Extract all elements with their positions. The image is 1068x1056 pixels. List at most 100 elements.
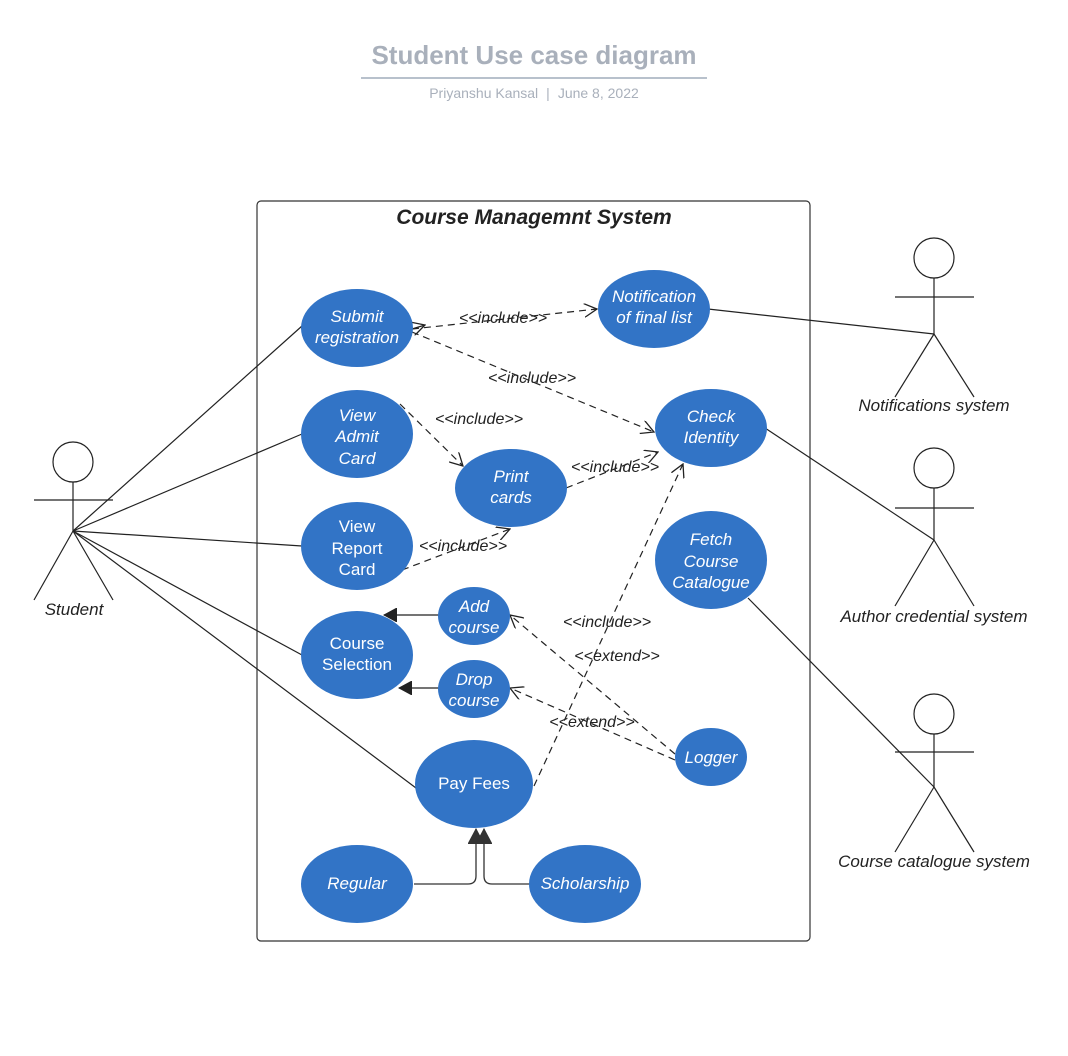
usecase-shape xyxy=(675,728,747,786)
usecase-add-course[interactable]: Add course xyxy=(438,587,510,645)
actor-student[interactable] xyxy=(33,441,114,601)
actor-head xyxy=(913,693,955,735)
actor-leg-left xyxy=(894,333,935,398)
usecase-check-identity[interactable]: Check Identity xyxy=(655,389,767,467)
actor-course-catalogue-system[interactable] xyxy=(894,693,975,853)
assoc-catalogue-actor xyxy=(747,597,935,788)
label-include-5: <<include>> xyxy=(419,538,507,555)
usecase-course-selection[interactable]: Course Selection xyxy=(301,611,413,699)
usecase-label: Catalogue xyxy=(672,573,750,592)
author-name: Priyanshu Kansal xyxy=(429,85,539,101)
extend-logger-add xyxy=(510,615,676,755)
actor-head xyxy=(913,237,955,279)
label-include-3: <<include>> xyxy=(435,411,523,428)
assoc-student-pay-fees xyxy=(72,530,417,789)
usecase-label: Pay Fees xyxy=(438,774,510,793)
usecase-shape xyxy=(529,845,641,923)
label-include-1: <<include>> xyxy=(459,310,547,327)
usecase-print-cards[interactable]: Print cards xyxy=(455,449,567,527)
usecase-shape xyxy=(655,511,767,609)
usecase-label: Scholarship xyxy=(541,874,630,893)
usecase-pay-fees[interactable]: Pay Fees xyxy=(415,740,533,828)
dependency-lines xyxy=(399,309,683,787)
assoc-check-identity-actor xyxy=(764,427,935,541)
usecase-shape xyxy=(301,390,413,478)
usecase-label: View xyxy=(339,517,376,536)
usecase-drop-course[interactable]: Drop course xyxy=(438,660,510,718)
diagram-date: June 8, 2022 xyxy=(557,85,639,101)
usecase-label: Selection xyxy=(322,655,392,674)
usecase-notification-final-list[interactable]: Notification of final list xyxy=(598,270,710,348)
gen-scholarship-payfees xyxy=(484,829,530,885)
usecase-view-admit-card[interactable]: View Admit Card xyxy=(301,390,413,478)
usecase-submit-registration[interactable]: Submit registration xyxy=(301,289,413,367)
actor-label-student: Student xyxy=(45,600,105,619)
usecase-view-report-card[interactable]: View Report Card xyxy=(301,502,413,590)
usecase-regular[interactable]: Regular xyxy=(301,845,413,923)
actor-leg-left xyxy=(894,539,935,607)
actor-leg-left xyxy=(33,530,74,601)
actor-head xyxy=(913,447,955,489)
system-boundary xyxy=(256,200,811,942)
usecase-shape xyxy=(301,289,413,367)
actor-head xyxy=(52,441,94,483)
usecase-label: Drop xyxy=(456,670,493,689)
subtitle-separator: | xyxy=(546,85,550,101)
usecase-label: Check xyxy=(687,407,737,426)
actor-notifications-system[interactable] xyxy=(894,237,975,398)
usecase-label: Course xyxy=(684,552,739,571)
extend-logger-drop xyxy=(510,688,676,761)
relation-labels: <<include>> <<include>> <<include>> <<in… xyxy=(419,310,660,731)
actor-leg-right xyxy=(933,786,975,853)
include-submit-notification-back xyxy=(412,325,425,329)
usecase-shape xyxy=(415,740,533,828)
usecase-label: course xyxy=(448,691,499,710)
system-title: Course Managemnt System xyxy=(396,206,671,229)
usecase-label: Card xyxy=(339,449,376,468)
diagram-subtitle: Priyanshu Kansal | June 8, 2022 xyxy=(0,85,1068,101)
assoc-student-admit xyxy=(72,433,303,532)
usecase-label: Add xyxy=(458,597,490,616)
actor-leg-right xyxy=(72,530,114,601)
label-include-4: <<include>> xyxy=(571,459,659,476)
diagram-header: Student Use case diagram Priyanshu Kansa… xyxy=(0,40,1068,101)
actor-author-credential-system[interactable] xyxy=(894,447,975,607)
assoc-student-submit xyxy=(72,325,303,532)
usecase-shape xyxy=(301,611,413,699)
usecase-scholarship[interactable]: Scholarship xyxy=(529,845,641,923)
label-include-2: <<include>> xyxy=(488,370,576,387)
actor-leg-left xyxy=(894,786,935,853)
usecase-label: of final list xyxy=(616,308,693,327)
usecase-shape xyxy=(455,449,567,527)
usecase-shape xyxy=(438,587,510,645)
usecase-label: Logger xyxy=(685,748,739,767)
include-print-check xyxy=(565,452,658,489)
assoc-student-course-selection xyxy=(72,530,303,656)
usecase-label: Print xyxy=(494,467,530,486)
label-extend-1: <<extend>> xyxy=(574,648,659,665)
usecase-label: Card xyxy=(339,560,376,579)
label-extend-2: <<extend>> xyxy=(549,714,634,731)
usecase-shape xyxy=(438,660,510,718)
actor-leg-right xyxy=(933,539,975,607)
usecase-label: cards xyxy=(490,488,532,507)
usecase-shape xyxy=(301,502,413,590)
course-selection-arrows xyxy=(384,615,440,688)
label-include-6: <<include>> xyxy=(563,614,651,631)
system-associations xyxy=(707,308,935,788)
usecase-label: View xyxy=(339,406,377,425)
usecase-label: Regular xyxy=(327,874,388,893)
usecase-label: course xyxy=(448,618,499,637)
usecase-shape xyxy=(598,270,710,348)
usecase-shape xyxy=(301,845,413,923)
usecase-fetch-course-catalogue[interactable]: Fetch Course Catalogue xyxy=(655,511,767,609)
usecase-logger[interactable]: Logger xyxy=(675,728,747,786)
usecase-label: Submit xyxy=(331,307,385,326)
generalization-lines xyxy=(414,829,530,885)
assoc-notification-actor xyxy=(707,308,935,335)
usecase-shape xyxy=(655,389,767,467)
assoc-student-report xyxy=(72,530,303,547)
usecase-label: Admit xyxy=(334,427,380,446)
usecase-label: Notification xyxy=(612,287,696,306)
